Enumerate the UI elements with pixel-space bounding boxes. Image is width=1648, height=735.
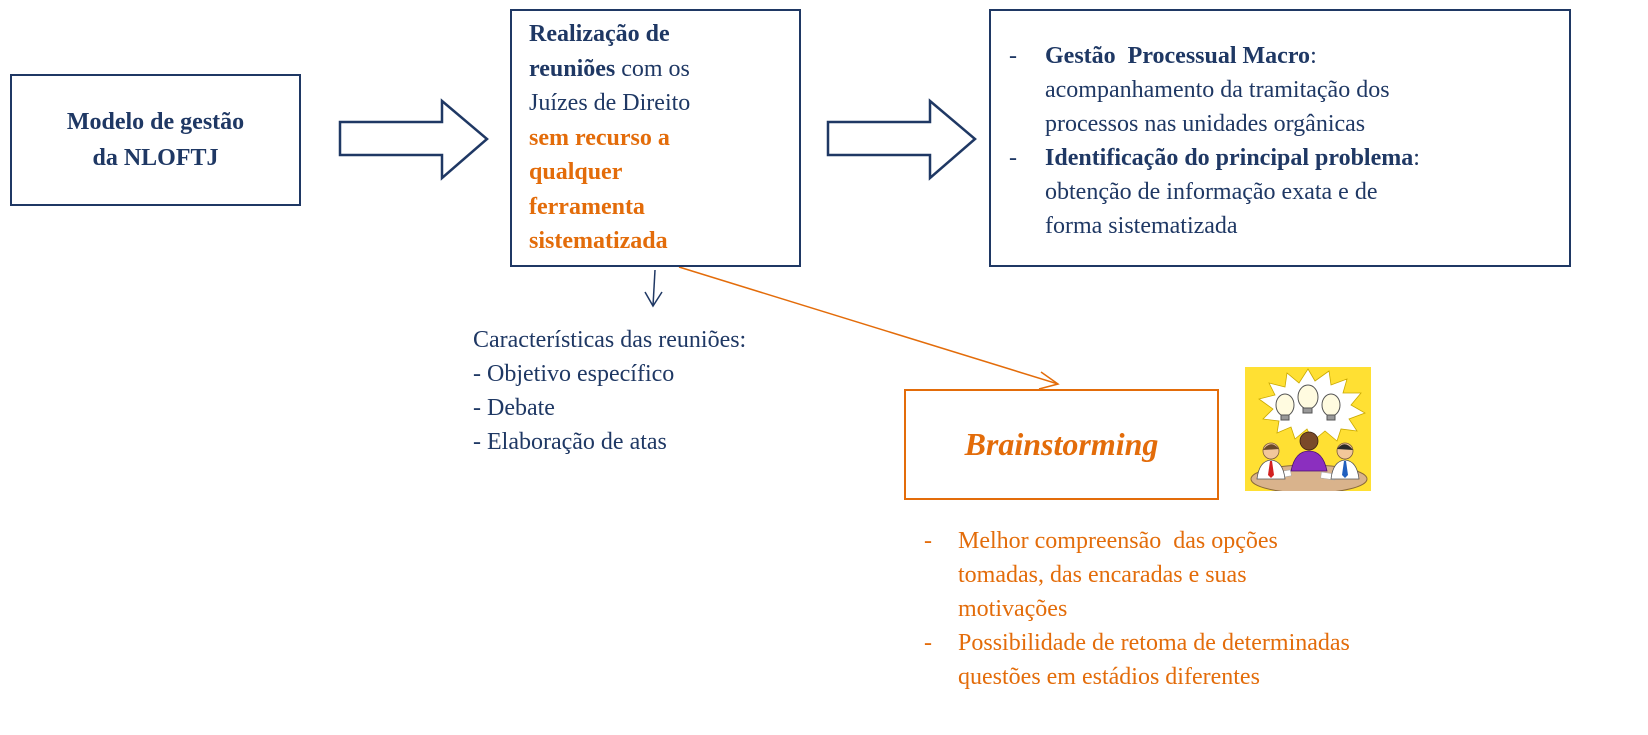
- characteristics-item: - Debate: [473, 395, 555, 421]
- benefit-line: questões em estádios diferentes: [958, 664, 1260, 690]
- meetings-line-3: Juízes de Direito: [529, 90, 691, 116]
- management-model-line-2: da NLOFTJ: [92, 145, 219, 171]
- dash-bullet: -: [1009, 145, 1017, 171]
- management-model-box: Modelo de gestão da NLOFTJ: [10, 74, 301, 206]
- brainstorming-label: Brainstorming: [964, 426, 1159, 462]
- benefit-item: - Possibilidade de retoma de determinada…: [924, 626, 1350, 694]
- brainstorming-lightbulbs-icon: [1245, 367, 1371, 491]
- benefit-line: Melhor compreensão das opções: [958, 528, 1278, 554]
- characteristics-title: Características das reuniões:: [473, 327, 747, 353]
- meetings-box: Realização de reuniões com os Juízes de …: [510, 9, 801, 267]
- meetings-orange-line-2: qualquer: [529, 159, 623, 185]
- characteristics-item: - Elaboração de atas: [473, 429, 667, 455]
- block-arrow-right-icon: [338, 98, 489, 181]
- meetings-plain-text: com os: [615, 55, 690, 82]
- meetings-line-1: Realização de: [529, 21, 670, 47]
- item-line: obtenção de informação exata e de: [1045, 179, 1378, 205]
- brainstorming-benefits-list: - Melhor compreensão das opções tomadas,…: [924, 524, 1350, 694]
- benefit-line: tomadas, das encaradas e suas: [958, 562, 1247, 588]
- process-management-item: - Gestão Processual Macro: acompanhament…: [1009, 39, 1569, 141]
- meetings-line-2: reuniões com os: [529, 52, 799, 87]
- benefit-line: Possibilidade de retoma de determinadas: [958, 630, 1350, 656]
- management-model-line-1: Modelo de gestão: [66, 109, 245, 135]
- meeting-characteristics: Características das reuniões: - Objetivo…: [473, 323, 746, 459]
- arrow-down-icon: [644, 269, 663, 308]
- item-line: processos nas unidades orgânicas: [1045, 111, 1366, 137]
- meetings-bold-word: reuniões: [529, 55, 616, 82]
- benefit-line: motivações: [958, 596, 1068, 622]
- benefit-item: - Melhor compreensão das opções tomadas,…: [924, 524, 1350, 626]
- dash-bullet: -: [924, 528, 932, 554]
- item-heading-suffix: :: [1413, 145, 1420, 171]
- process-management-list: - Gestão Processual Macro: acompanhament…: [1009, 39, 1569, 243]
- item-heading-suffix: :: [1310, 43, 1317, 69]
- meetings-orange-line-1: sem recurso a: [529, 124, 670, 151]
- item-line: forma sistematizada: [1045, 213, 1238, 239]
- dash-bullet: -: [924, 630, 932, 656]
- meetings-orange-line-4: sistematizada: [529, 228, 668, 254]
- brainstorming-box: Brainstorming: [904, 389, 1219, 500]
- item-heading: Gestão Processual Macro: [1045, 43, 1311, 69]
- meetings-orange-line-3: ferramenta: [529, 193, 645, 220]
- block-arrow-right-icon: [826, 98, 977, 181]
- dash-bullet: -: [1009, 43, 1017, 69]
- process-management-item: - Identificação do principal problema: o…: [1009, 141, 1569, 243]
- item-line: acompanhamento da tramitação dos: [1045, 77, 1390, 103]
- item-heading: Identificação do principal problema: [1045, 145, 1414, 171]
- process-management-box: - Gestão Processual Macro: acompanhament…: [989, 9, 1571, 267]
- characteristics-item: - Objetivo específico: [473, 361, 675, 387]
